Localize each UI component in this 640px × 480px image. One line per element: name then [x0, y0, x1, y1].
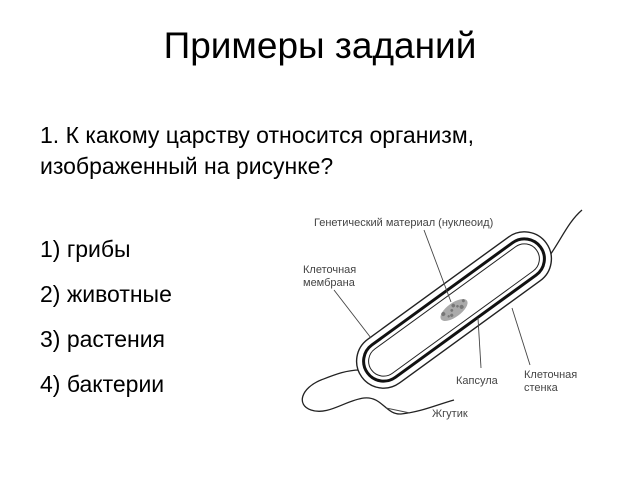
membrane-label-line-2: мембрана	[303, 277, 356, 289]
answer-option-1: 1) грибы	[40, 236, 131, 262]
slide-title: Примеры заданий	[163, 25, 477, 66]
wall-label-line-1: Клеточная	[524, 369, 577, 381]
nucleoid-label: Генетический материал (нуклеоид)	[314, 217, 493, 229]
capsule-label: Капсула	[456, 375, 499, 387]
flagellum-bottom	[301, 369, 455, 415]
nucleoid	[440, 299, 468, 321]
flagellum-top	[547, 209, 583, 259]
wall-pointer	[511, 307, 531, 366]
flagellum-pointer	[385, 407, 411, 414]
answer-option-4: 4) бактерии	[40, 371, 165, 397]
membrane-label-line-1: Клеточная	[303, 264, 356, 276]
flagellum-label: Жгутик	[432, 408, 468, 420]
answer-option-3: 3) растения	[40, 326, 165, 352]
question-text: 1. К какому царству относится организм, …	[40, 120, 620, 182]
question-line-2: изображенный на рисунке?	[40, 153, 334, 179]
answer-list: 1) грибы 2) животные 3) растения 4) бакт…	[40, 234, 172, 414]
membrane-pointer	[333, 289, 372, 339]
answer-option-2: 2) животные	[40, 281, 172, 307]
wall-label-line-2: стенка	[524, 382, 559, 394]
bacterium-diagram: Генетический материал (нуклеоид) Клеточн…	[301, 209, 583, 420]
capsule-pointer	[477, 317, 482, 369]
question-line-1: 1. К какому царству относится организм,	[40, 122, 475, 148]
nucleoid-pointer	[423, 229, 452, 303]
